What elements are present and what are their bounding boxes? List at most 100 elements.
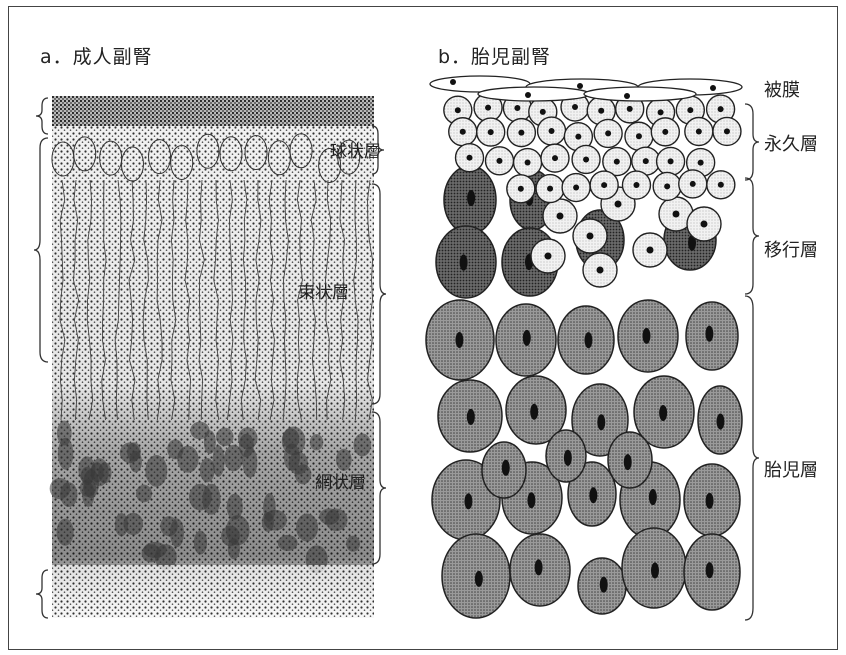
reticularis-cell xyxy=(346,536,360,552)
reticularis-cell xyxy=(143,542,166,558)
definitive-cell-nucleus xyxy=(573,185,579,191)
definitive-cell-nucleus xyxy=(643,158,649,164)
definitive-cell-nucleus xyxy=(518,186,524,192)
fetal-cell-nucleus xyxy=(467,409,475,425)
fetal-cell-nucleus xyxy=(706,562,714,578)
adult-brace-reticularis xyxy=(372,412,386,564)
adult-capsule xyxy=(52,96,374,126)
definitive-cell-nucleus xyxy=(488,129,494,135)
transitional-cell-nucleus xyxy=(673,211,680,218)
fetal-cell-nucleus xyxy=(564,450,572,466)
label-zona-fasciculata: 束状層 xyxy=(298,283,349,303)
label-definitive-zone: 永久層 xyxy=(764,130,818,156)
definitive-cell-nucleus xyxy=(687,107,693,113)
adult-brace-cortex-left xyxy=(34,138,48,362)
fetal-cell-nucleus xyxy=(530,404,538,420)
definitive-cell-nucleus xyxy=(658,109,664,115)
definitive-cell-nucleus xyxy=(547,186,553,192)
fetal-cell-nucleus xyxy=(584,332,592,348)
definitive-cell-nucleus xyxy=(601,182,607,188)
reticularis-cell xyxy=(189,484,212,511)
brace-transitional-zone xyxy=(745,178,759,294)
reticularis-cell xyxy=(310,434,324,450)
reticularis-cell xyxy=(123,513,143,535)
definitive-cell-nucleus xyxy=(514,105,520,111)
definitive-cell-nucleus xyxy=(455,107,461,113)
definitive-cell-nucleus xyxy=(525,160,531,166)
adult-brace-medulla-left xyxy=(36,570,48,618)
definitive-cell-nucleus xyxy=(690,181,696,187)
adult-brace-fasciculata xyxy=(372,184,386,404)
reticularis-cell xyxy=(57,519,74,546)
brace-fetal-zone xyxy=(745,296,759,620)
fetal-cell-nucleus xyxy=(597,414,605,430)
fetal-cell-nucleus xyxy=(705,326,713,342)
transitional-cell-nucleus xyxy=(557,213,564,220)
reticularis-cell xyxy=(91,458,109,486)
transitional-zone-cells xyxy=(531,187,721,287)
reticularis-cell xyxy=(354,433,372,456)
fetal-cell-nucleus xyxy=(649,489,657,505)
definitive-cell-nucleus xyxy=(662,129,668,135)
fetal-cell-nucleus xyxy=(464,493,472,509)
fetal-cell-nucleus xyxy=(527,492,535,508)
definitive-cell-nucleus xyxy=(552,155,558,161)
definitive-cell-nucleus xyxy=(627,106,633,112)
transitional-cell-nucleus xyxy=(597,267,604,274)
definitive-cell-nucleus xyxy=(633,182,639,188)
definitive-cell-nucleus xyxy=(549,128,555,134)
fetal-cell-nucleus xyxy=(642,328,650,344)
fetal-cell-nucleus xyxy=(624,454,632,470)
fetal-cell-nucleus xyxy=(589,487,597,503)
adult-cortex-shading xyxy=(52,98,374,618)
brace-definitive-zone xyxy=(745,104,759,180)
definitive-cell-nucleus xyxy=(614,159,620,165)
definitive-cell-nucleus xyxy=(540,109,546,115)
definitive-cell-nucleus xyxy=(698,160,704,166)
transitional-cell-nucleus xyxy=(647,247,654,254)
definitive-cell-nucleus xyxy=(572,104,578,110)
definitive-cell-nucleus xyxy=(518,130,524,136)
reticularis-cell xyxy=(190,422,209,440)
definitive-cell-nucleus xyxy=(696,128,702,134)
fetal-cell-nucleus xyxy=(523,330,531,346)
transitional-cell-nucleus xyxy=(615,201,622,208)
definitive-cell-nucleus xyxy=(718,182,724,188)
definitive-cell-nucleus xyxy=(485,105,491,111)
fetal-cell-nucleus xyxy=(502,460,510,476)
definitive-cell-nucleus xyxy=(718,106,724,112)
definitive-cell-nucleus xyxy=(467,155,473,161)
adult-adrenal-section xyxy=(50,96,374,618)
reticularis-cell xyxy=(239,434,254,458)
definitive-cell-nucleus xyxy=(664,183,670,189)
reticularis-cell xyxy=(216,428,234,447)
definitive-cell-nucleus xyxy=(668,158,674,164)
adult-brace-capsule-left xyxy=(36,98,48,134)
label-fetal-zone: 胎児層 xyxy=(764,456,818,482)
definitive-cell-nucleus xyxy=(636,133,642,139)
reticularis-cell xyxy=(60,482,77,507)
adult-medulla xyxy=(52,565,374,618)
reticularis-cell xyxy=(145,455,167,487)
reticularis-cell xyxy=(194,531,207,555)
fetal-cell-nucleus xyxy=(659,405,667,421)
reticularis-cell xyxy=(212,445,224,477)
reticularis-cell xyxy=(319,508,339,524)
fetal-cell-nucleus xyxy=(467,190,475,206)
reticularis-cell xyxy=(57,421,72,446)
definitive-cell-nucleus xyxy=(598,108,604,114)
reticularis-cell xyxy=(336,449,352,471)
fetal-cell-nucleus xyxy=(455,332,463,348)
label-transitional-zone: 移行層 xyxy=(764,236,818,262)
definitive-cell-nucleus xyxy=(605,130,611,136)
definitive-cell-nucleus xyxy=(724,128,730,134)
reticularis-cell xyxy=(82,482,94,507)
reticularis-cell xyxy=(263,493,276,522)
fetal-cell-nucleus xyxy=(706,493,714,509)
definitive-cell-nucleus xyxy=(575,134,581,140)
reticularis-cell xyxy=(167,439,183,459)
label-zona-reticularis: 網状層 xyxy=(315,473,366,493)
reticularis-cell xyxy=(278,535,298,551)
